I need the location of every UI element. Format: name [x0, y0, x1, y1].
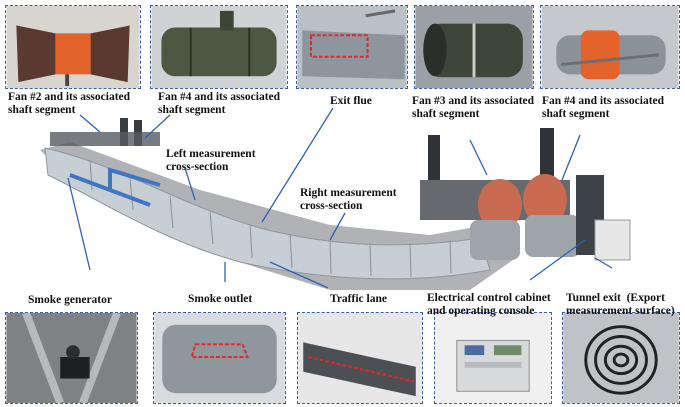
label-control-cabinet-line2: and operating console [427, 305, 535, 317]
label-smoke-outlet: Smoke outlet [188, 293, 253, 305]
inset-traffic-lane [297, 312, 423, 404]
label-fan2-line1: Fan #2 and its associated [8, 91, 131, 103]
label-left-section: Left measurement cross-section [166, 148, 256, 174]
label-right-section-line2: cross-section [300, 200, 363, 212]
label-tunnel-exit-line1: Tunnel exit (Export [566, 292, 665, 304]
inset-fan2 [5, 5, 141, 89]
label-left-section-line2: cross-section [166, 161, 229, 173]
callout-lines [67, 107, 613, 289]
right-fan-b [523, 174, 567, 226]
label-fan4-right-line2: shaft segment [542, 108, 610, 120]
inset-tunnel-exit [562, 312, 680, 404]
label-traffic-lane: Traffic lane [330, 293, 387, 305]
label-fan2-line2: shaft segment [8, 104, 76, 116]
left-frame [50, 132, 160, 146]
label-fan4-left-line2: shaft segment [158, 104, 226, 116]
label-control-cabinet: Electrical control cabinet and operating… [427, 292, 551, 318]
right-drum-b [525, 215, 580, 257]
inset-smoke-outlet [153, 312, 286, 404]
right-chimney-a [428, 135, 440, 180]
inset-fan4-left [150, 5, 288, 89]
right-drum-a [470, 220, 520, 260]
right-chimney-b [540, 128, 554, 180]
label-right-section-line1: Right measurement [300, 187, 397, 199]
label-tunnel-exit-line2: measurement surface) [566, 305, 675, 317]
label-exit-flue: Exit flue [330, 95, 372, 107]
inset-control-cabinet [434, 312, 552, 404]
label-fan4-left-line1: Fan #4 and its associated [158, 91, 281, 103]
label-right-section: Right measurement cross-section [300, 187, 397, 213]
label-fan3: Fan #3 and its associated shaft segment [412, 95, 534, 121]
right-fan-a [478, 179, 522, 231]
label-control-cabinet-line1: Electrical control cabinet [427, 292, 551, 304]
label-left-section-line1: Left measurement [166, 148, 256, 160]
label-fan2: Fan #2 and its associated shaft segment [8, 91, 130, 117]
label-fan4-right-line1: Fan #4 and its associated [542, 95, 665, 107]
tunnel-body [44, 147, 491, 280]
label-smoke-generator: Smoke generator [28, 294, 112, 306]
label-fan4-left: Fan #4 and its associated shaft segment [158, 91, 280, 117]
label-fan3-line2: shaft segment [412, 108, 480, 120]
label-tunnel-exit: Tunnel exit (Export measurement surface) [566, 292, 675, 318]
operating-console [594, 219, 631, 261]
inset-smoke-generator [5, 312, 138, 404]
label-fan3-line1: Fan #3 and its associated [412, 95, 535, 107]
smoke-duct [69, 167, 161, 207]
inset-exit-flue [296, 5, 408, 89]
label-fan4-right: Fan #4 and its associated shaft segment [542, 95, 664, 121]
inset-fan4-right [540, 5, 680, 89]
inset-fan3 [414, 5, 534, 89]
